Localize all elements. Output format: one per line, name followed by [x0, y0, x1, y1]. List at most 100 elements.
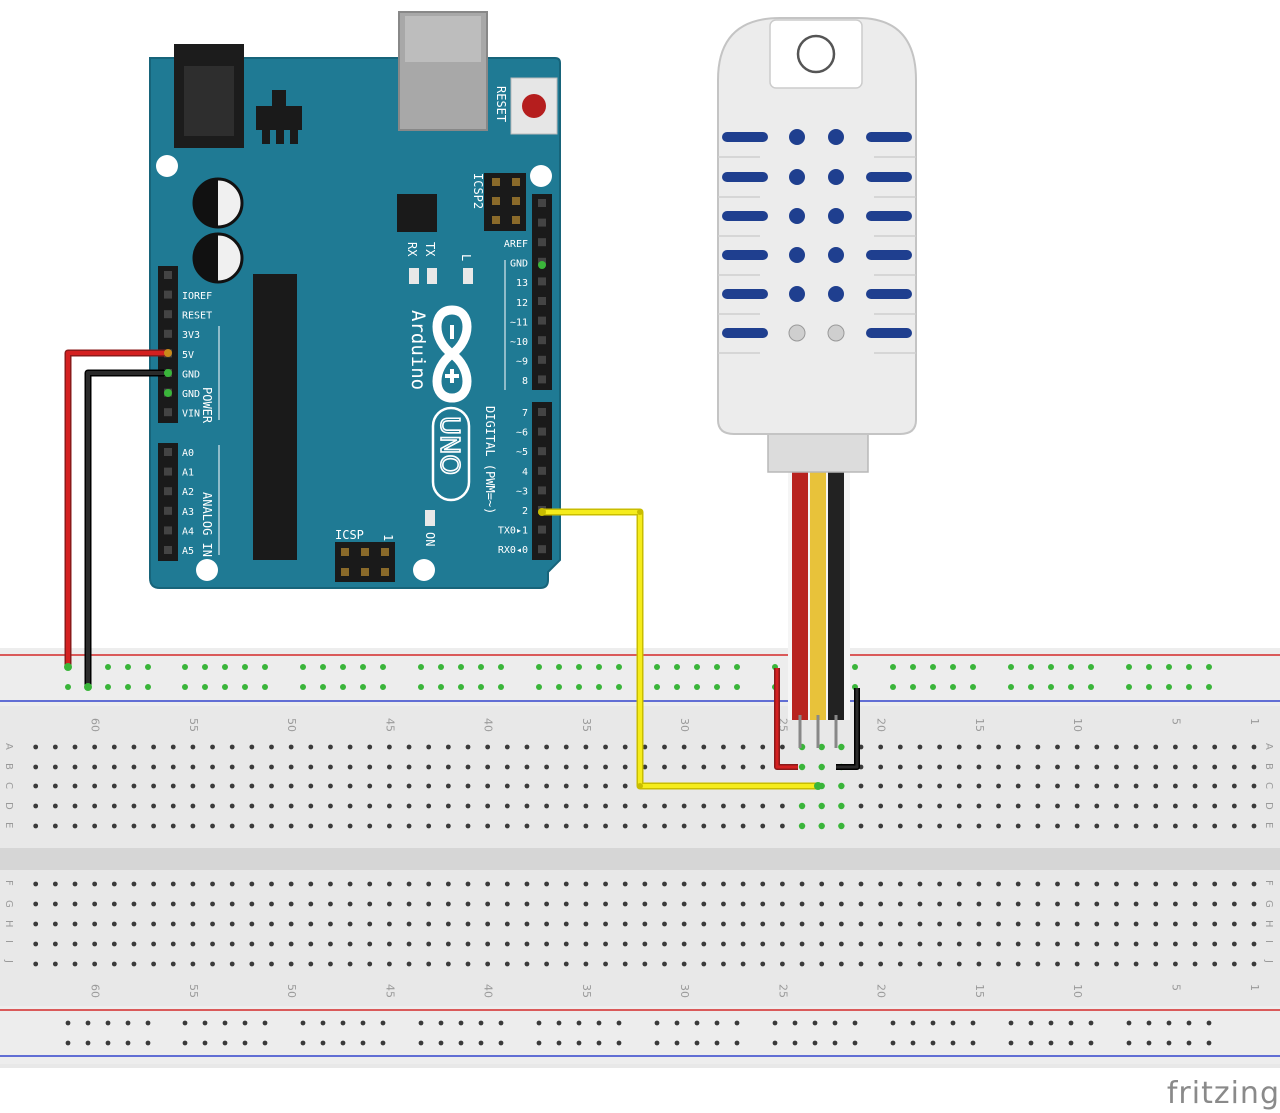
- sensor-vent-slot: [866, 211, 912, 221]
- breadboard-hole: [603, 823, 608, 829]
- breadboard-hole: [622, 823, 628, 829]
- breadboard-hole: [642, 744, 648, 750]
- breadboard-hole: [1114, 823, 1119, 829]
- breadboard-hole: [1153, 941, 1159, 947]
- breadboard-hole: [406, 921, 412, 927]
- pin-label: RESET: [182, 311, 212, 322]
- rail-hole: [714, 1020, 720, 1026]
- breadboard-hole: [288, 901, 294, 907]
- breadboard-hole: [622, 783, 628, 789]
- breadboard-hole: [288, 921, 294, 927]
- breadboard-hole: [878, 881, 884, 887]
- breadboard-hole: [1055, 961, 1060, 967]
- breadboard-hole: [760, 881, 766, 887]
- breadboard-hole: [1015, 744, 1021, 750]
- breadboard-hole: [1094, 823, 1100, 829]
- sensor-vent-slot: [866, 132, 912, 142]
- breadboard-hole: [819, 921, 825, 927]
- rail-hole: [616, 684, 622, 690]
- breadboard-hole: [367, 901, 373, 907]
- breadboard-hole: [210, 961, 215, 967]
- breadboard-hole: [1055, 783, 1060, 789]
- breadboard-hole: [210, 803, 215, 809]
- breadboard-hole: [622, 881, 628, 887]
- breadboard-hole: [1251, 921, 1257, 927]
- breadboard-hole: [1074, 881, 1080, 887]
- rail-hole: [694, 684, 700, 690]
- breadboard-hole: [151, 921, 157, 927]
- breadboard-hole: [976, 744, 982, 750]
- breadboard-hole: [387, 921, 392, 927]
- breadboard-hole: [760, 961, 766, 967]
- breadboard-hole: [937, 941, 942, 947]
- breadboard-hole: [288, 961, 294, 967]
- pin-label: 4: [522, 467, 528, 478]
- breadboard-hole: [701, 881, 707, 887]
- breadboard-hole: [92, 961, 98, 967]
- breadboard-hole: [426, 823, 432, 829]
- breadboard-hole: [1035, 921, 1041, 927]
- breadboard-hole: [838, 782, 845, 790]
- rail-hole: [458, 684, 464, 690]
- breadboard-hole: [426, 961, 432, 967]
- column-number: 1: [1248, 984, 1261, 991]
- breadboard-hole: [1251, 901, 1257, 907]
- header-pin: [164, 271, 172, 279]
- breadboard-hole: [956, 783, 962, 789]
- breadboard-hole: [33, 783, 39, 789]
- breadboard-hole: [1251, 764, 1257, 770]
- pin-label: ~9: [516, 357, 528, 368]
- breadboard-hole: [1251, 941, 1257, 947]
- breadboard-hole: [111, 921, 117, 927]
- breadboard-hole: [681, 941, 687, 947]
- breadboard-hole: [1114, 744, 1119, 750]
- rail-hole: [262, 1040, 268, 1046]
- breadboard-hole: [269, 783, 274, 789]
- breadboard-hole: [465, 744, 471, 750]
- icsp-pin: [341, 568, 349, 576]
- rail-hole: [145, 664, 151, 670]
- header-pin: [538, 238, 546, 247]
- breadboard-hole: [897, 744, 903, 750]
- arduino-board: RESET ICSP2 TX RX L Arduino UNO ON ICS: [149, 11, 561, 589]
- header-pin: [164, 329, 172, 338]
- row-letter: D: [3, 802, 14, 810]
- breadboard-hole: [426, 744, 432, 750]
- breadboard-hole: [1094, 921, 1100, 927]
- row-letter: J: [3, 959, 14, 963]
- rail-hole: [478, 1020, 484, 1026]
- breadboard-hole: [426, 921, 432, 927]
- rail-hole: [340, 1040, 346, 1046]
- breadboard-hole: [524, 823, 530, 829]
- breadboard-hole: [249, 783, 255, 789]
- breadboard-hole: [1074, 941, 1080, 947]
- breadboard-hole: [288, 881, 294, 887]
- breadboard-hole: [838, 881, 844, 887]
- breadboard-hole: [544, 901, 549, 907]
- breadboard-hole: [622, 744, 628, 750]
- rail-hole: [734, 684, 740, 690]
- gnd-pin-marker: [164, 389, 172, 397]
- breadboard-hole: [92, 823, 98, 829]
- breadboard-hole: [210, 783, 215, 789]
- breadboard-hole: [563, 803, 569, 809]
- breadboard-hole: [504, 961, 510, 967]
- breadboard-hole: [760, 823, 766, 829]
- breadboard-hole: [1153, 764, 1159, 770]
- breadboard-hole: [111, 764, 117, 770]
- breadboard-hole: [504, 823, 510, 829]
- breadboard-hole: [976, 921, 982, 927]
- breadboard-hole: [544, 823, 549, 829]
- reset-button[interactable]: [510, 77, 558, 135]
- column-number: 25: [776, 984, 789, 998]
- digital-section-label: DIGITAL (PWM=~): [483, 406, 497, 514]
- rail-hole: [360, 1040, 366, 1046]
- breadboard-hole: [1074, 803, 1080, 809]
- breadboard-hole: [504, 803, 510, 809]
- breadboard-hole: [937, 921, 942, 927]
- analog-header: [158, 443, 178, 561]
- breadboard-hole: [937, 901, 942, 907]
- breadboard-hole: [387, 901, 392, 907]
- breadboard-hole: [897, 961, 903, 967]
- breadboard-hole: [1094, 941, 1100, 947]
